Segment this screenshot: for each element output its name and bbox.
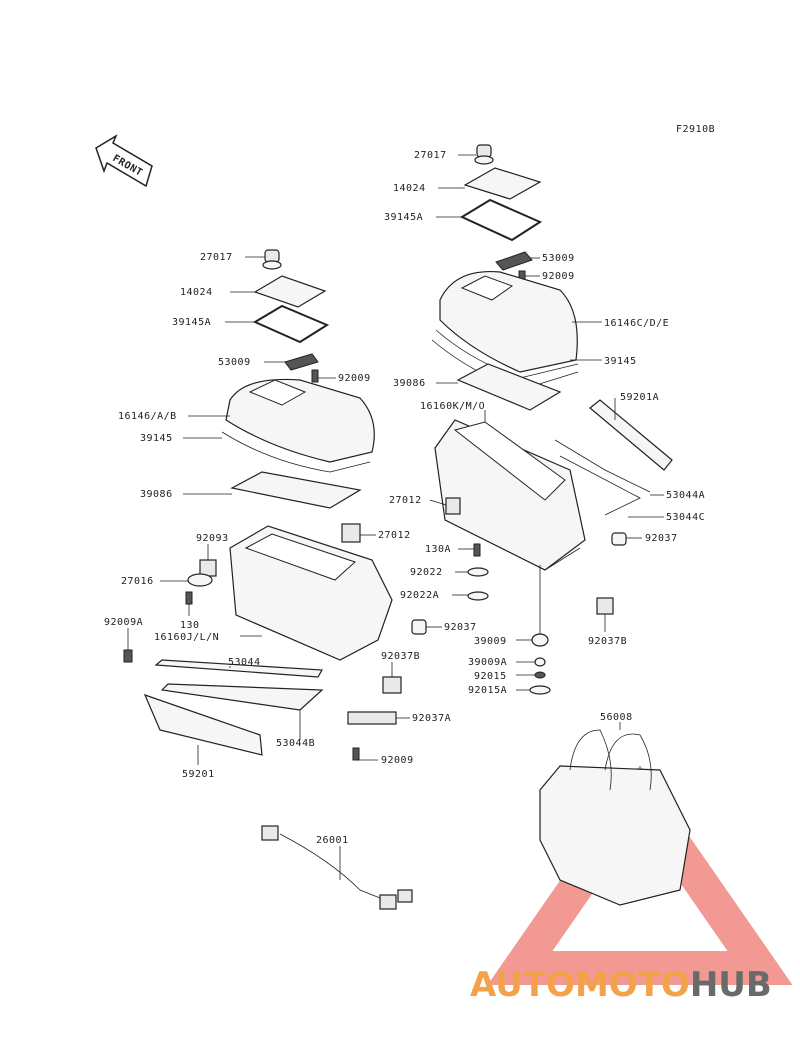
harness-26001: [261, 825, 413, 910]
callout-labels: 27017 14024 39145A 53009 92009 16146C/D/…: [104, 150, 705, 846]
cover-14024-left: [253, 275, 327, 308]
label-92009-right: 92009: [542, 271, 575, 282]
washer-92015A: [529, 685, 551, 695]
label-16146CDE: 16146C/D/E: [604, 318, 669, 329]
clip-92037-right: [611, 532, 627, 546]
svg-text:AUTOMOTOHUB: AUTOMOTOHUB: [470, 965, 772, 1005]
washer-92022: [467, 567, 489, 577]
knob-27017-left: [262, 249, 282, 270]
case-body-16160JLN: [229, 525, 393, 661]
clip-92037-left: [411, 619, 427, 635]
nut-92015: [534, 671, 546, 679]
hinge-53009-left: [284, 353, 319, 371]
label-130: 130: [180, 620, 200, 631]
label-16160JLN: 16160J/L/N: [154, 632, 219, 643]
bracket-27012-left: [341, 523, 361, 543]
gasket-39086-right: [456, 363, 562, 411]
clip-92037B-left: [382, 676, 402, 694]
label-27017-left: 27017: [200, 252, 233, 263]
knob-27017-right: [474, 144, 494, 165]
trim-53044C: [559, 455, 641, 516]
label-53044: 53044: [228, 657, 261, 668]
label-59201A: 59201A: [620, 392, 659, 403]
seal-39145A-left: [252, 304, 330, 344]
case-body-16160KMO: [434, 419, 586, 571]
label-92037B-left: 92037B: [381, 651, 420, 662]
rail-59201: [143, 693, 263, 756]
label-39009: 39009: [474, 636, 507, 647]
label-16160KMO: 16160K/M/O: [420, 401, 485, 412]
connector-27016: [187, 573, 213, 587]
lid-16146CDE: [435, 270, 579, 379]
bracket-27012-right: [445, 497, 461, 515]
label-92037-right: 92037: [645, 533, 678, 544]
figure-code: F2910B: [676, 124, 715, 135]
label-27012-right: 27012: [389, 495, 422, 506]
label-92015A: 92015A: [468, 685, 507, 696]
label-53044A: 53044A: [666, 490, 705, 501]
label-16146AB: 16146/A/B: [118, 411, 177, 422]
collar-39009A: [534, 657, 546, 667]
label-92009-left: 92009: [338, 373, 371, 384]
label-92093: 92093: [196, 533, 229, 544]
label-39086-right: 39086: [393, 378, 426, 389]
trim-53044B: [160, 683, 324, 711]
label-92015: 92015: [474, 671, 507, 682]
seal-39145A-right: [459, 198, 543, 242]
bag-56008: [539, 729, 691, 906]
clip-92037B-right: [596, 597, 614, 615]
label-39086-left: 39086: [140, 489, 173, 500]
label-92037-left: 92037: [444, 622, 477, 633]
label-39145-right: 39145: [604, 356, 637, 367]
grommet-39009: [531, 633, 549, 647]
watermark-part1: AUTOMOTO: [470, 965, 690, 1005]
label-27016: 27016: [121, 576, 154, 587]
leader-lines: [127, 154, 664, 880]
label-27017-right: 27017: [414, 150, 447, 161]
label-27012-left: 27012: [378, 530, 411, 541]
bolt-92009A: [123, 649, 133, 663]
label-53009-left: 53009: [218, 357, 251, 368]
label-53044B: 53044B: [276, 738, 315, 749]
label-53044C: 53044C: [666, 512, 705, 523]
bolt-130: [185, 591, 193, 605]
label-39145-left: 39145: [140, 433, 173, 444]
plate-92037A: [347, 711, 397, 725]
watermark-part2: HUB: [690, 965, 772, 1005]
trim-53044A: [554, 439, 651, 493]
label-92037A: 92037A: [412, 713, 451, 724]
label-56008: 56008: [600, 712, 633, 723]
trim-53044: [154, 659, 323, 678]
front-arrow-icon: FRONT: [95, 134, 153, 188]
label-14024-left: 14024: [180, 287, 213, 298]
label-39009A: 39009A: [468, 657, 507, 668]
gasket-39086-left: [230, 471, 362, 509]
label-92009A: 92009A: [104, 617, 143, 628]
label-39145A-left: 39145A: [172, 317, 211, 328]
label-26001: 26001: [316, 835, 349, 846]
label-130A: 130A: [425, 544, 451, 555]
label-39145A-right: 39145A: [384, 212, 423, 223]
label-92037B-right: 92037B: [588, 636, 627, 647]
label-59201: 59201: [182, 769, 215, 780]
hinge-53009-right: [495, 251, 533, 271]
label-14024-right: 14024: [393, 183, 426, 194]
washer-92022A: [467, 591, 489, 601]
screw-92009-left: [311, 369, 319, 383]
seal-39145-left: [221, 431, 371, 473]
screw-92009-bottom: [352, 747, 360, 761]
bolt-130A: [473, 543, 481, 557]
cover-14024-right: [463, 167, 542, 200]
label-53009-right: 53009: [542, 253, 575, 264]
label-92009-bottom: 92009: [381, 755, 414, 766]
lid-16146AB: [225, 378, 375, 463]
label-92022A: 92022A: [400, 590, 439, 601]
label-92022: 92022: [410, 567, 443, 578]
rail-59201A: [589, 399, 673, 471]
